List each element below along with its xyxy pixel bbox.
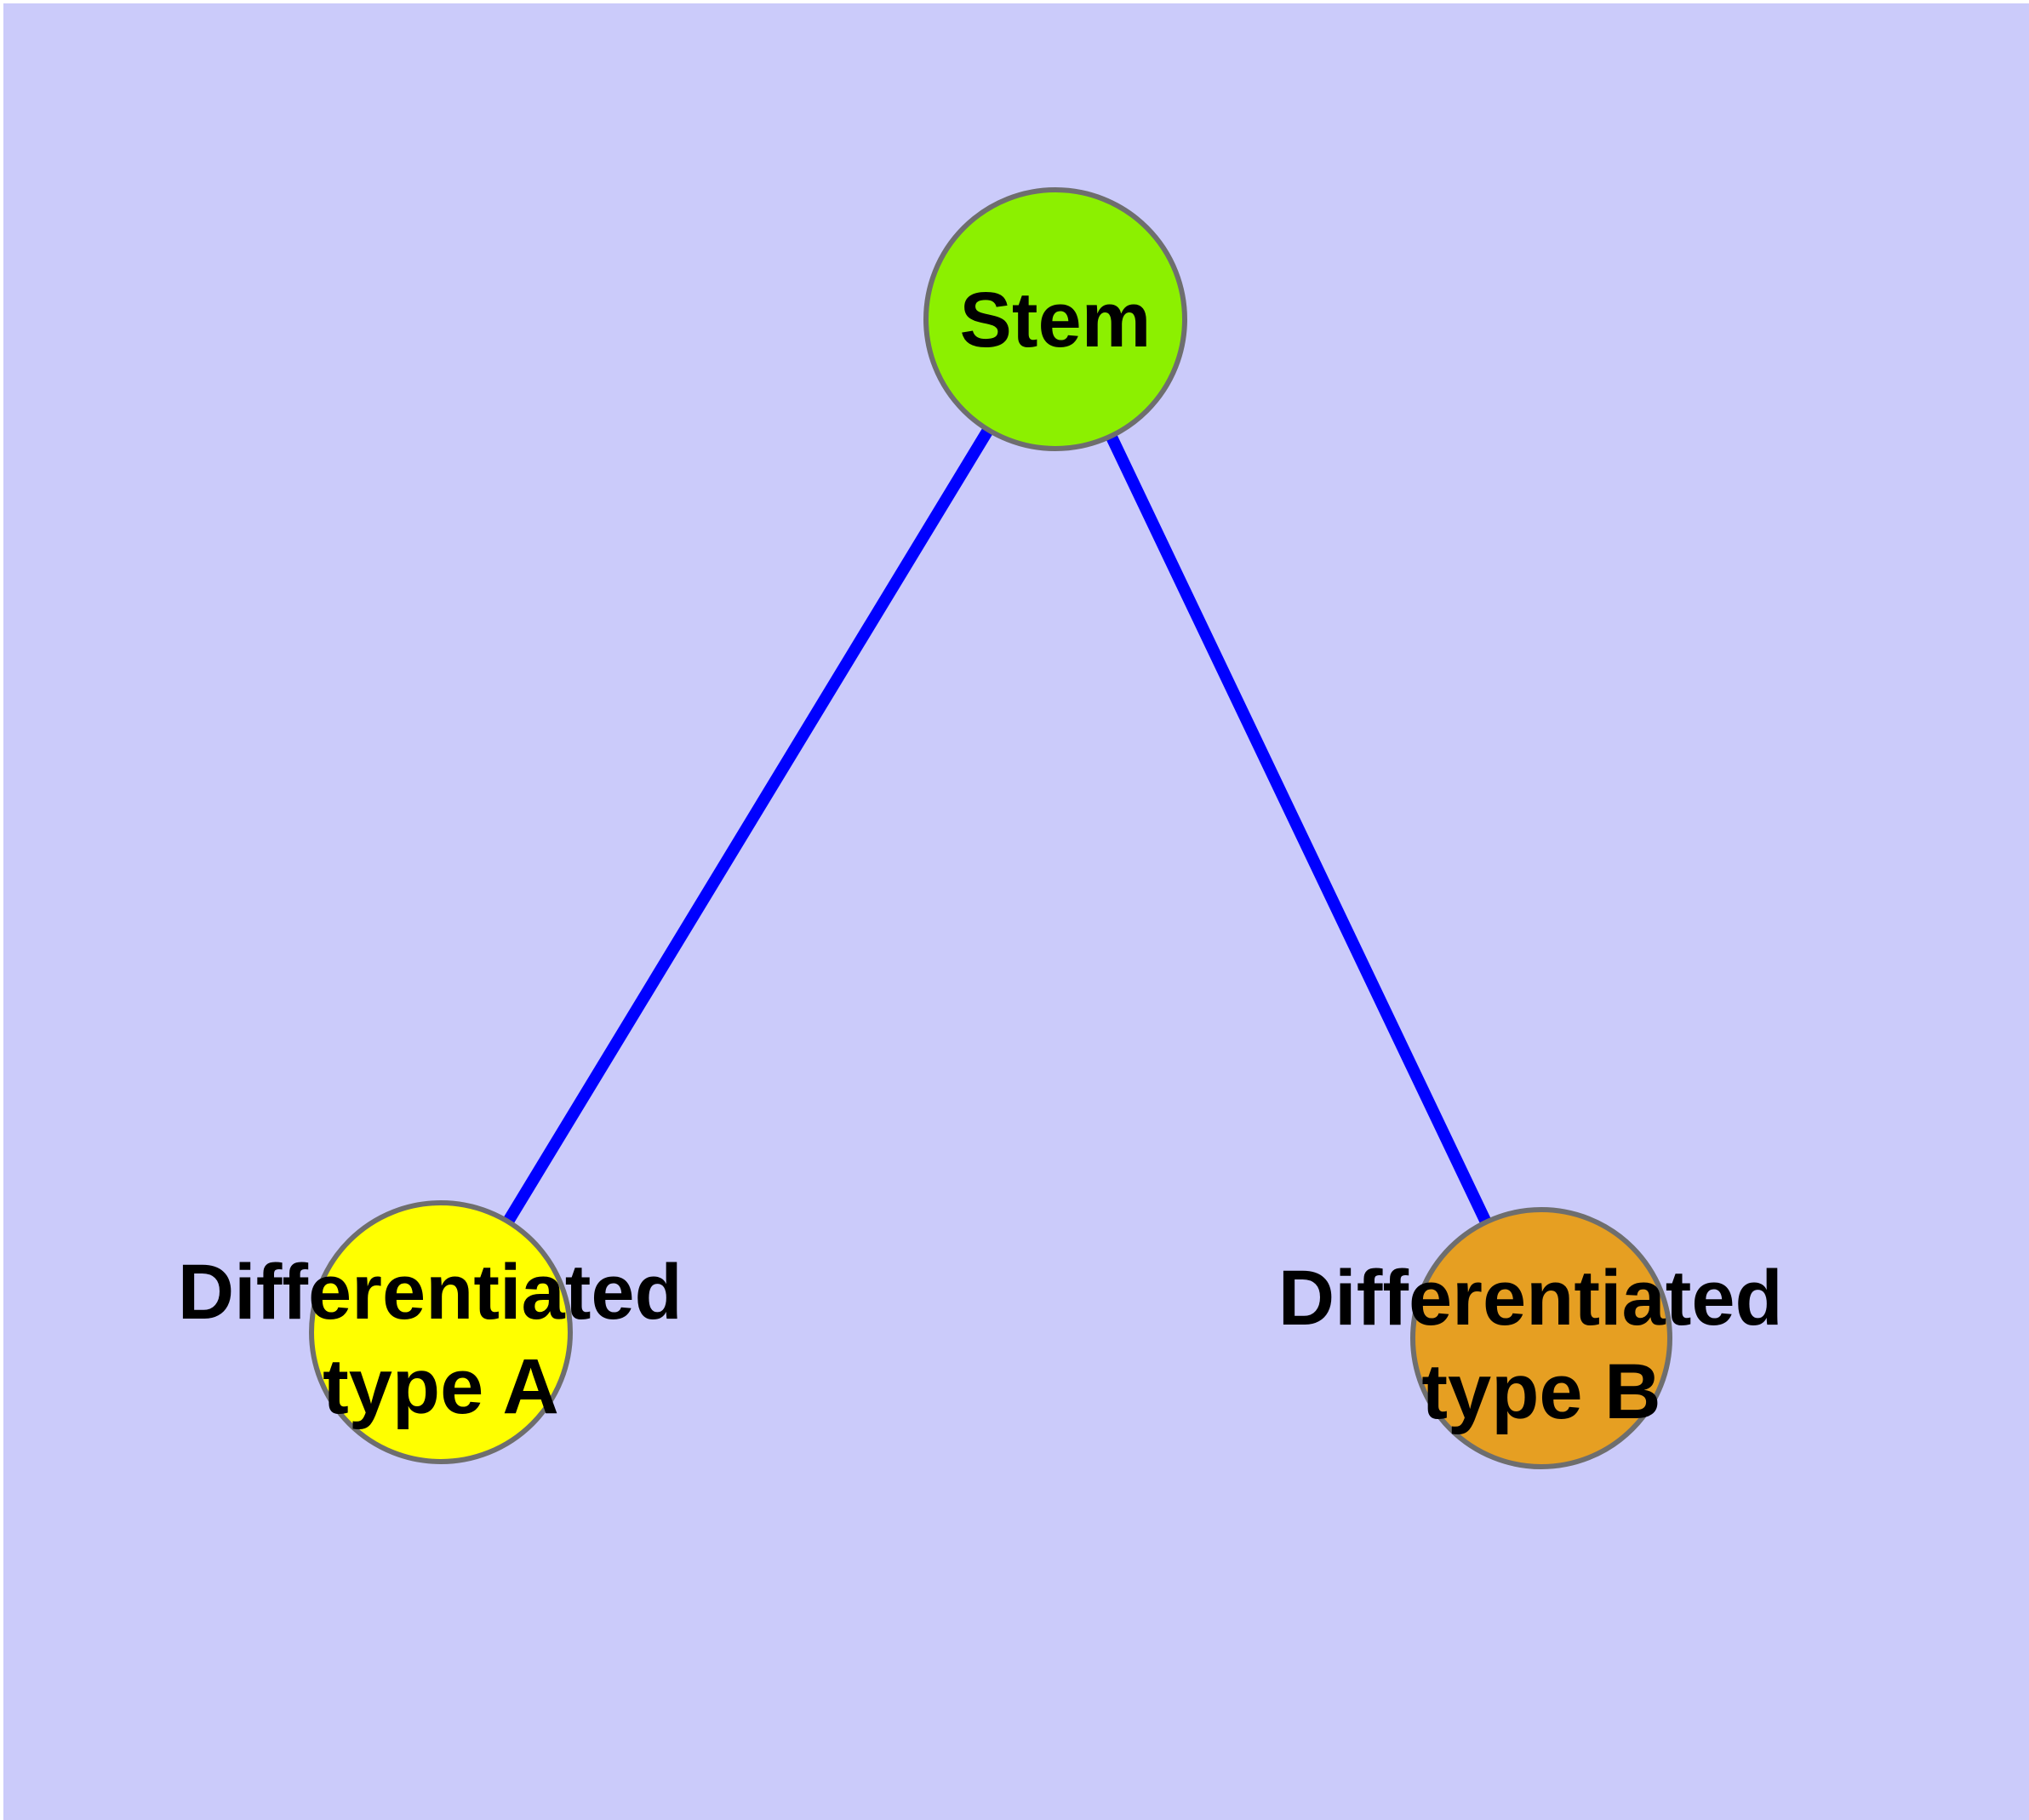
node-differentiated-type-b-label: Differentiated type B xyxy=(1278,1255,1805,1435)
type-a-label-line-2: type A xyxy=(323,1343,559,1430)
node-differentiated-type-a-label: Differentiated type A xyxy=(178,1249,705,1430)
type-b-label-line-1: Differentiated xyxy=(1278,1255,1783,1342)
node-differentiated-type-a xyxy=(309,1200,573,1464)
edge-stem-to-type-a xyxy=(436,316,1060,1336)
edge-stem-to-type-b xyxy=(1049,316,1547,1342)
type-b-label-line-2: type B xyxy=(1421,1348,1660,1435)
node-differentiated-type-b xyxy=(1410,1207,1672,1469)
node-stem-label: Stem xyxy=(960,277,1152,363)
node-stem xyxy=(923,187,1187,451)
type-a-label-line-1: Differentiated xyxy=(178,1249,683,1336)
